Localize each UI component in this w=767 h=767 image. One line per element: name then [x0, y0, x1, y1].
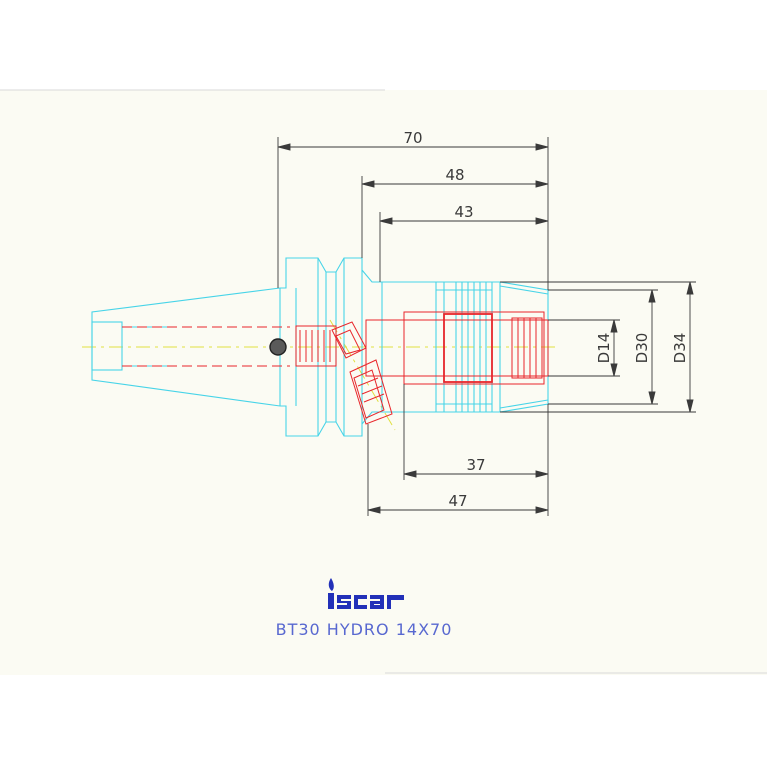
- dim-70-label: 70: [403, 129, 422, 147]
- iscar-logo-icon: [328, 578, 404, 609]
- internal-parts: [122, 311, 549, 425]
- model-caption: BT30 HYDRO 14X70: [276, 620, 453, 639]
- drawing-paper: [0, 90, 767, 675]
- dim-43-label: 43: [454, 203, 473, 221]
- dim-d14-label: D14: [595, 333, 613, 364]
- gauge-point-marker: [269, 338, 287, 356]
- dim-47-label: 47: [448, 492, 467, 510]
- dim-37-label: 37: [466, 456, 485, 474]
- dim-48-label: 48: [445, 166, 464, 184]
- dim-d30-label: D30: [633, 333, 651, 364]
- dim-d34-label: D34: [671, 333, 689, 364]
- dimension-lines: [277, 137, 696, 516]
